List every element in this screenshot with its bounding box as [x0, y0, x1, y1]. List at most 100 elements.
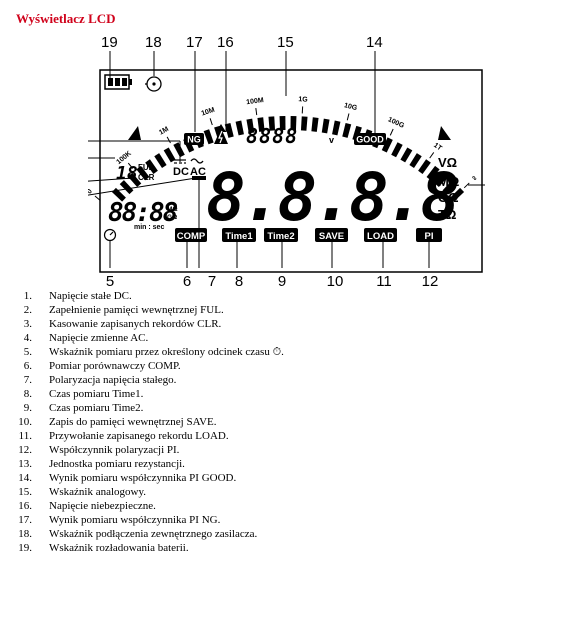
analog-segment	[224, 122, 234, 138]
analog-segment	[246, 118, 255, 134]
lcd-label-comp: COMP	[177, 231, 206, 242]
battery-icon	[104, 74, 132, 90]
lcd-label-time2: Time2	[267, 231, 294, 242]
analog-segment	[119, 180, 134, 195]
analog-segment	[426, 165, 440, 181]
analog-segment	[381, 137, 393, 153]
callout-14: 14	[366, 34, 383, 51]
legend-text: Wskaźnik analogowy.	[49, 486, 147, 498]
adapter-icon	[145, 76, 162, 92]
analog-segment	[311, 117, 319, 132]
ful-indicator: FUL	[138, 163, 154, 172]
legend-text: Napięcie stałe DC.	[49, 290, 132, 302]
legend-text: Napięcie zmienne AC.	[49, 332, 149, 344]
legend-number: 5.	[23, 346, 32, 358]
legend-item: 1.Napięcie stałe DC.	[16, 289, 284, 303]
callout-8: 8	[235, 273, 243, 290]
go-label: GΩ	[167, 214, 177, 221]
legend-text: Wynik pomiaru współczynnika PI NG.	[49, 514, 221, 526]
legend-item: 12.Współczynnik polaryzacji PI.	[16, 443, 284, 457]
legend-text: Wskaźnik podłączenia zewnętrznego zasila…	[49, 528, 258, 540]
callout-5: 5	[106, 273, 114, 290]
lcd-label-load: LOAD	[367, 231, 394, 242]
legend-text: Wskaźnik rozładowania baterii.	[49, 542, 189, 554]
lcd-label-time1: Time1	[225, 231, 253, 242]
analog-segment	[154, 153, 167, 168]
legend-item: 10.Zapis do pamięci wewnętrznej SAVE.	[16, 415, 284, 429]
timer-icon	[103, 228, 117, 242]
analog-segment	[418, 159, 431, 174]
analog-segment	[409, 153, 422, 168]
callout-16: 16	[217, 34, 234, 51]
legend-item: 8. Czas pomiaru Time1.	[16, 387, 284, 401]
analog-segment	[434, 172, 449, 188]
scale-label: 100G	[387, 116, 406, 130]
legend-number: 16.	[18, 500, 32, 512]
legend-number: 9.	[23, 402, 32, 414]
legend-number: 14.	[18, 472, 32, 484]
analog-segment	[127, 172, 142, 188]
legend-item: 14. Wynik pomiaru współczynnika PI GOOD.	[16, 471, 284, 485]
mo-label: MΩ	[167, 206, 178, 213]
timer-segment: 88:88	[108, 198, 178, 228]
analog-segment	[391, 142, 403, 158]
scale-label: ∞	[470, 174, 479, 182]
legend-item: 7. Polaryzacja napięcia stałego.	[16, 373, 284, 387]
analog-segment	[300, 116, 308, 131]
legend-number: 17.	[18, 514, 32, 526]
small-segment-display: 8888	[246, 124, 298, 148]
lcd-label-save: SAVE	[319, 231, 344, 242]
legend-number: 7.	[23, 374, 32, 386]
ng-badge: NG	[187, 135, 201, 145]
legend-text: Zapis do pamięci wewnętrznej SAVE.	[49, 416, 217, 428]
analog-segment	[342, 122, 352, 138]
legend-text: Polaryzacja napięcia stałego.	[49, 374, 177, 386]
callout-17: 17	[186, 34, 203, 51]
scale-label: 0	[88, 188, 94, 196]
dc-indicator: DC	[173, 166, 189, 178]
scale-label: 1G	[298, 96, 308, 104]
callout-7: 7	[208, 273, 216, 290]
unit-mohm: MΩ	[438, 174, 459, 189]
legend-number: 4.	[23, 332, 32, 344]
unit-tohm: TΩ	[438, 207, 456, 222]
legend-item: 11. Przywołanie zapisanego rekordu LOAD.	[16, 429, 284, 443]
callout-11: 11	[376, 273, 392, 290]
legend-item: 19.Wskaźnik rozładowania baterii.	[16, 541, 284, 555]
analog-segment	[400, 147, 413, 163]
arrow-left-icon	[128, 126, 141, 140]
page-title: Wyświetlacz LCD	[16, 11, 116, 26]
memory-segment: 18	[116, 163, 138, 184]
unit-vohm: VΩ	[438, 155, 457, 170]
legend-text: Wynik pomiaru współczynnika PI GOOD.	[49, 472, 237, 484]
legend-text: Czas pomiaru Time2.	[49, 402, 144, 414]
legend-number: 8.	[23, 388, 32, 400]
callout-9: 9	[278, 273, 286, 290]
legend-text: Zapełnienie pamięci wewnętrznej FUL.	[49, 304, 224, 316]
lcd-frame	[99, 69, 483, 273]
scale-label: 1M	[158, 126, 170, 137]
scale-label: 1T	[432, 142, 443, 153]
analog-segment	[145, 159, 158, 174]
scale-label: 10M	[201, 107, 216, 118]
analog-segment	[173, 142, 185, 158]
legend-item: 18. Wskaźnik podłączenia zewnętrznego zas…	[16, 527, 284, 541]
legend-item: 15.Wskaźnik analogowy.	[16, 485, 284, 499]
legend-number: 13.	[18, 458, 32, 470]
legend-number: 11.	[18, 430, 32, 442]
volt-small-label: v	[329, 135, 334, 145]
callout-6: 6	[183, 273, 191, 290]
legend-item: 17. Wynik pomiaru współczynnika PI NG.	[16, 513, 284, 527]
legend-text: Przywołanie zapisanego rekordu LOAD.	[49, 430, 229, 442]
callout-12: 12	[422, 273, 439, 290]
legend-item: 5.Wskaźnik pomiaru przez określony odcin…	[16, 345, 284, 359]
legend-text: Czas pomiaru Time1.	[49, 388, 144, 400]
clr-indicator: CLR	[138, 173, 155, 182]
lcd-label-pi: PI	[425, 231, 434, 242]
legend-item: 16.Napięcie niebezpieczne.	[16, 499, 284, 513]
legend-text: Pomiar porównawczy COMP.	[49, 360, 181, 372]
legend-text: Jednostka pomiaru rezystancji.	[49, 458, 185, 470]
unit-gohm: GΩ	[438, 190, 459, 205]
legend-number: 18.	[18, 528, 32, 540]
